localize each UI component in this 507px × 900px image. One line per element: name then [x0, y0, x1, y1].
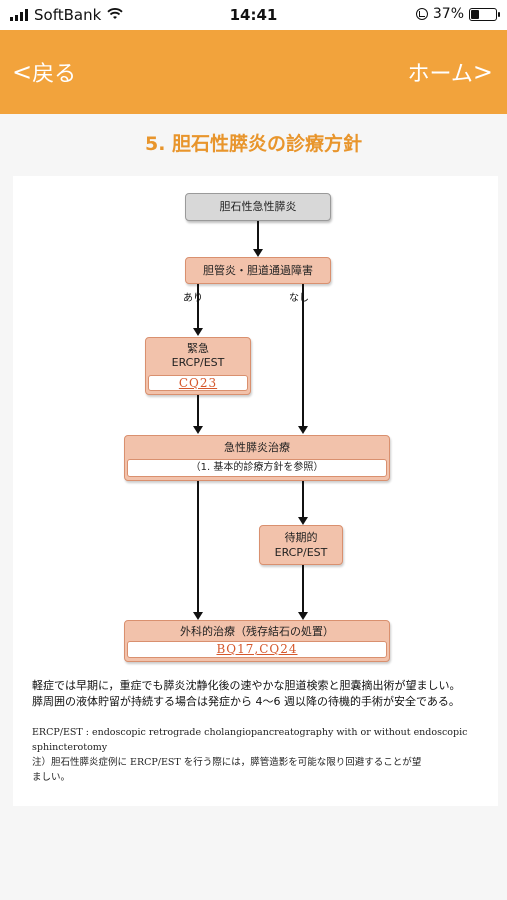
footnote: ERCP/EST : endoscopic retrograde cholang… [32, 725, 492, 785]
body-line-2: 膵周囲の液体貯留が持続する場合は発症から 4〜6 週以降の待機的手術が安全である… [32, 695, 460, 708]
wifi-icon [107, 6, 123, 24]
bq17-cq24-link[interactable]: BQ17,CQ24 [216, 642, 298, 656]
body-text: 軽症では早期に，重症でも膵炎沈静化後の速やかな胆道検索と胆嚢摘出術が望ましい。 … [32, 678, 492, 710]
orientation-lock-icon [415, 8, 428, 20]
flow-arrowhead-yes [193, 328, 203, 336]
cq23-link[interactable]: CQ23 [178, 376, 218, 390]
flow-arrow-1 [257, 221, 259, 249]
flow-arrowhead-urgent-down [193, 426, 203, 434]
flow-treatment-label: 急性膵炎治療 [224, 441, 290, 454]
flow-arrowhead-1 [253, 249, 263, 257]
flow-elective-line2: ERCP/EST [274, 546, 328, 559]
flow-elective-line1: 待期的 [284, 531, 318, 544]
nav-bar: < 戻る ホーム > [0, 30, 507, 114]
page-title: 5. 胆石性膵炎の診療方針 [144, 133, 363, 155]
note-line-3: 注）胆石性膵炎症例に ERCP/EST を行う際には，膵管造影を可能な限り回避す… [32, 757, 422, 768]
status-left: SoftBank [10, 6, 123, 24]
flow-surgery-link-box: BQ17,CQ24 [127, 641, 387, 658]
flow-cholangitis-box: 胆管炎・胆道通過障害 [185, 257, 331, 284]
flow-treatment-box: 急性膵炎治療 （1. 基本的診療方針を参照） [124, 435, 390, 481]
branch-yes-label: あり [183, 293, 203, 304]
flow-arrow-elective-down [302, 565, 304, 612]
flow-elective-ercp-box: 待期的 ERCP/EST [259, 525, 343, 565]
battery-fill [471, 9, 479, 19]
flow-arrow-no [302, 284, 304, 426]
flow-arrowhead-treatment-right [298, 517, 308, 525]
carrier-label: SoftBank [34, 6, 102, 24]
content-card: 胆石性急性膵炎 胆管炎・胆道通過障害 あり なし 緊急 ERCP/EST CQ2… [13, 176, 498, 806]
status-right: 37% [415, 6, 500, 22]
flow-urgent-line1: 緊急 [187, 342, 209, 355]
chevron-right-icon: > [472, 58, 493, 86]
flow-cholangitis-label: 胆管炎・胆道通過障害 [203, 264, 313, 277]
battery-percent: 37% [432, 6, 464, 22]
back-label: 戻る [32, 62, 77, 87]
note-line-2: sphincterotomy [32, 742, 108, 753]
home-button[interactable]: ホーム > [408, 30, 493, 114]
flow-urgent-ercp-box: 緊急 ERCP/EST CQ23 [145, 337, 251, 395]
note-line-4: ましい。 [32, 772, 71, 783]
home-label: ホーム [407, 62, 473, 87]
flow-start-label: 胆石性急性膵炎 [219, 200, 297, 213]
flow-treatment-sub: （1. 基本的診療方針を参照） [190, 462, 324, 473]
body-line-1: 軽症では早期に，重症でも膵炎沈静化後の速やかな胆道検索と胆嚢摘出術が望ましい。 [32, 679, 461, 692]
note-line-1: ERCP/EST : endoscopic retrograde cholang… [32, 727, 468, 738]
back-button[interactable]: < 戻る [12, 30, 76, 114]
flow-urgent-line2: ERCP/EST [171, 356, 225, 369]
branch-no-label: なし [289, 293, 309, 304]
flow-start-box: 胆石性急性膵炎 [185, 193, 331, 221]
flow-arrow-yes [197, 284, 199, 328]
flow-urgent-link-box: CQ23 [148, 375, 248, 391]
flow-treatment-sub-box: （1. 基本的診療方針を参照） [127, 459, 387, 477]
flow-arrow-treatment-right [302, 481, 304, 517]
battery-icon [469, 7, 500, 21]
flow-arrowhead-treatment-left [193, 612, 203, 620]
chevron-left-icon: < [12, 58, 33, 86]
flow-arrow-treatment-left [197, 481, 199, 612]
flow-surgery-label: 外科的治療（残存結石の処置） [180, 625, 334, 638]
clock: 14:41 [229, 6, 278, 24]
flow-arrowhead-no [298, 426, 308, 434]
status-bar: SoftBank 14:41 37% [0, 0, 507, 30]
flow-arrow-urgent-down [197, 395, 199, 426]
flow-arrowhead-elective-down [298, 612, 308, 620]
flow-surgery-box: 外科的治療（残存結石の処置） BQ17,CQ24 [124, 620, 390, 662]
signal-icon [10, 9, 28, 21]
